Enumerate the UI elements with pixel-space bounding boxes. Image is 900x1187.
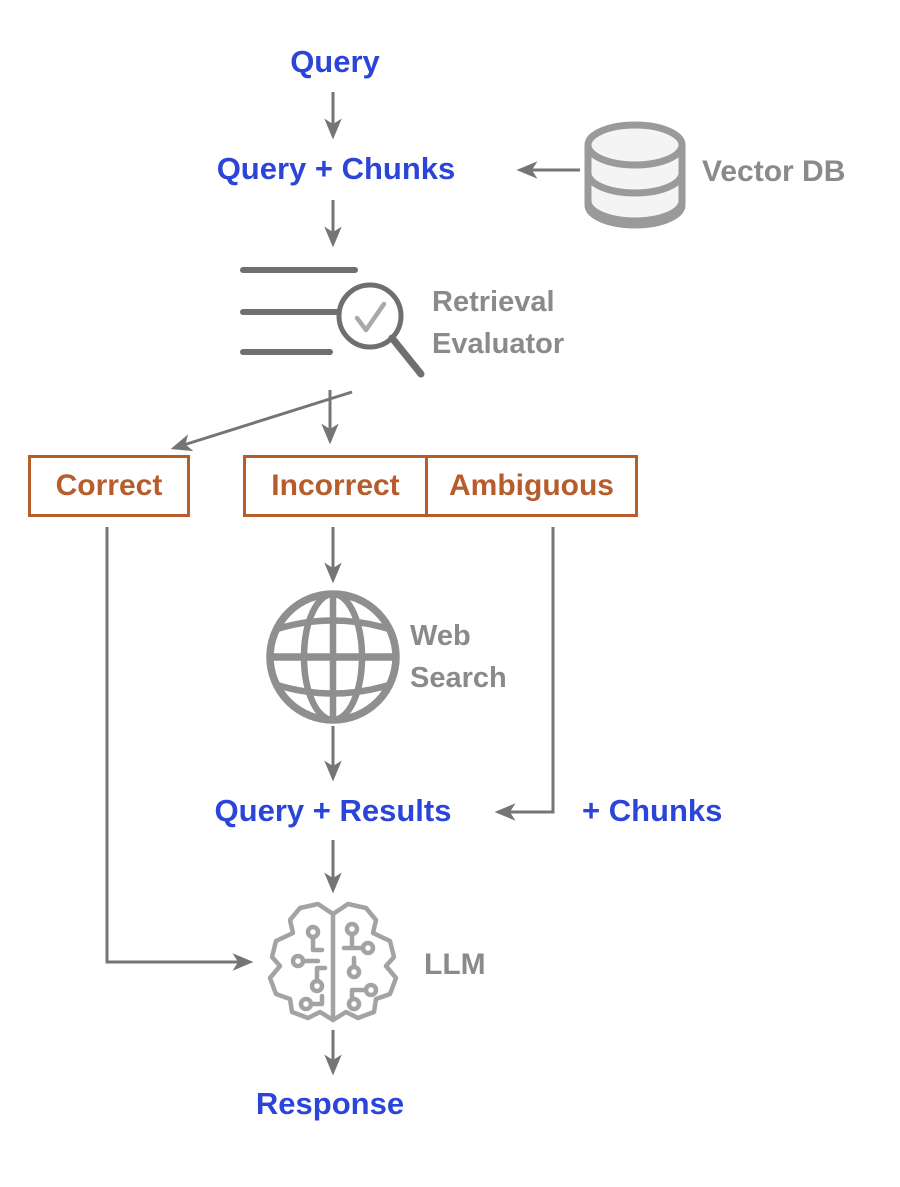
database-icon — [584, 121, 686, 229]
web-search-label: Web Search — [410, 620, 507, 694]
globe-icon — [266, 590, 400, 724]
vector-db-label: Vector DB — [702, 155, 846, 188]
correct-box-label: Correct — [55, 469, 163, 502]
arrow-correct-to-llm — [105, 527, 254, 971]
ambiguous-box-label: Ambiguous — [425, 458, 635, 514]
retrieval-evaluator-label: Retrieval Evaluator — [432, 286, 565, 360]
llm-label: LLM — [424, 948, 486, 981]
correct-box: Correct — [28, 455, 190, 517]
incorrect-box-label: Incorrect — [271, 469, 400, 502]
response-label: Response — [255, 1086, 405, 1121]
query-label: Query — [290, 44, 380, 79]
plus-chunks-label: + Chunks — [582, 793, 723, 828]
query-chunks-label: Query + Chunks — [216, 151, 456, 186]
magnifier-check-icon — [240, 267, 425, 378]
arrow-evaluator-to-correct — [170, 390, 353, 452]
incorrect-ambiguous-box: Incorrect Ambiguous — [243, 455, 638, 517]
brain-circuit-icon — [267, 901, 399, 1023]
arrow-ambiguous-to-query-results — [494, 527, 555, 821]
query-results-label: Query + Results — [214, 793, 452, 828]
